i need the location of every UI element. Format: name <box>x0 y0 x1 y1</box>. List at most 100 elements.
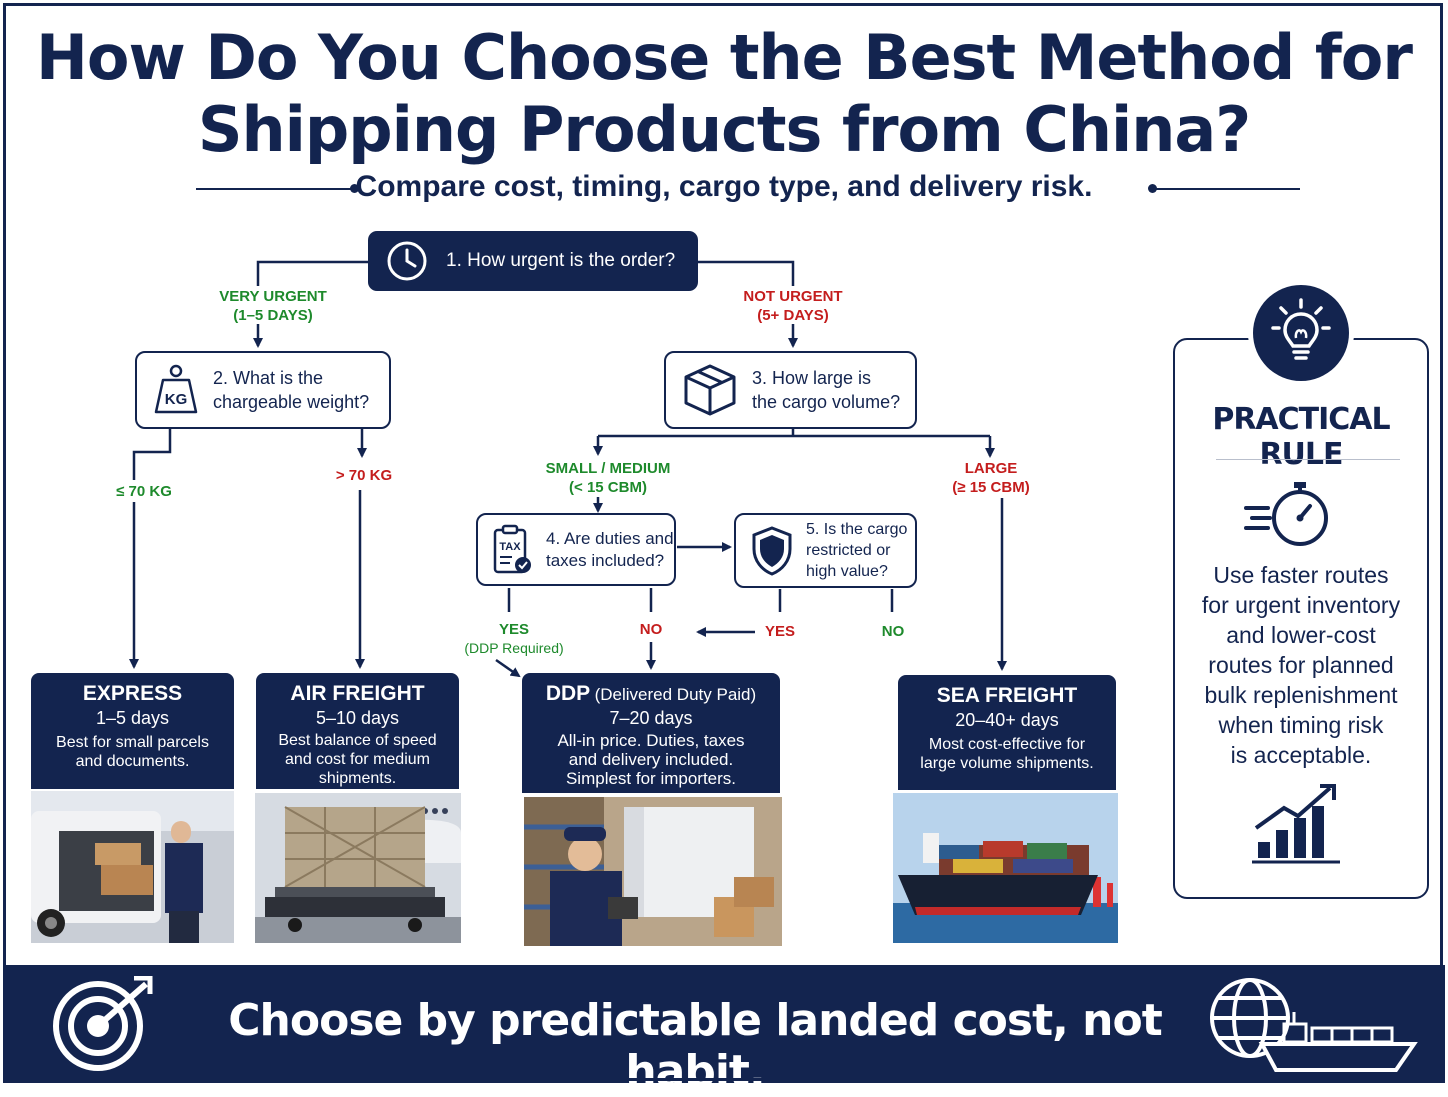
result-sea-freight: SEA FREIGHT 20–40+ days Most cost-effect… <box>898 675 1116 790</box>
question-duties-line2: taxes included? <box>546 550 665 570</box>
subtitle: Compare cost, timing, cargo type, and de… <box>355 170 1093 203</box>
result-sea-desc1: Most cost-effective for <box>928 736 1086 753</box>
question-volume-text: 3. How large is the cargo volume? <box>752 366 900 414</box>
question-duties-text: 4. Are duties and taxes included? <box>546 528 674 572</box>
question-volume-line2: the cargo volume? <box>752 392 901 412</box>
volume-small-range: (< 15 CBM) <box>569 479 647 496</box>
question-weight-line1: 2. What is the <box>213 368 324 388</box>
result-air-title: AIR FREIGHT <box>290 682 425 705</box>
weight-low-label: ≤ 70 KG <box>116 483 172 500</box>
rule-text-line1: Use faster routes <box>1213 562 1389 588</box>
result-express-desc2: and documents. <box>75 753 190 770</box>
branch-not-urgent-label: NOT URGENT <box>743 288 843 305</box>
rule-text-line5: bulk replenishment <box>1204 682 1398 708</box>
branch-not-urgent-range: (5+ DAYS) <box>757 307 829 324</box>
result-air-duration: 5–10 days <box>315 708 400 728</box>
question-volume-line1: 3. How large is <box>752 368 872 388</box>
title-line-1: How Do You Choose the Best Method for <box>36 21 1413 94</box>
volume-small-label: SMALL / MEDIUM <box>545 460 671 477</box>
result-express-duration: 1–5 days <box>95 708 170 728</box>
subtitle-rule-left <box>196 188 354 190</box>
target-icon <box>50 975 156 1072</box>
ddp-warehouse-photo <box>524 797 782 946</box>
volume-large-label: LARGE <box>964 460 1018 477</box>
question-restricted-line1: 5. Is the cargo <box>806 521 908 538</box>
restricted-yes-label: YES <box>764 623 795 640</box>
globe-ship-icon <box>1204 978 1418 1074</box>
question-restricted-text: 5. Is the cargo restricted or high value… <box>806 519 907 582</box>
result-ddp-duration: 7–20 days <box>609 708 693 728</box>
question-weight: KG 2. What is the chargeable weight? <box>135 351 391 429</box>
lightbulb-icon <box>1253 285 1349 381</box>
practical-rule-panel <box>1173 338 1429 899</box>
practical-rule-title: PRACTICAL RULE <box>1212 402 1390 472</box>
result-air-freight: AIR FREIGHT 5–10 days Best balance of sp… <box>256 673 459 789</box>
practical-rule-text: Use faster routes for urgent inventory a… <box>1183 560 1419 770</box>
duties-yes: YES (DDP Required) <box>462 620 566 658</box>
footer-text: Choose by predictable landed cost, not h… <box>228 995 1162 1097</box>
stopwatch-icon <box>1244 478 1334 548</box>
shield-icon <box>750 525 794 577</box>
question-restricted-line2: restricted or <box>806 542 891 559</box>
question-urgency-text: 1. How urgent is the order? <box>446 250 676 271</box>
rule-divider <box>1216 459 1400 460</box>
duties-no-label: NO <box>639 621 663 638</box>
title-line-2: Shipping Products from China? <box>197 93 1251 166</box>
clock-icon <box>386 240 428 282</box>
volume-small: SMALL / MEDIUM (< 15 CBM) <box>528 459 688 497</box>
result-ddp-desc2: and delivery included. <box>568 750 734 769</box>
branch-not-urgent: NOT URGENT (5+ DAYS) <box>718 287 868 325</box>
result-ddp-desc1: All-in price. Duties, taxes <box>557 731 745 750</box>
svg-text:KG: KG <box>165 391 188 408</box>
result-sea-desc2: large volume shipments. <box>920 755 1094 772</box>
question-restricted-line3: high value? <box>806 563 888 580</box>
footer-banner <box>3 965 1445 1083</box>
result-sea-title: SEA FREIGHT <box>936 684 1078 707</box>
result-ddp-desc3: Simplest for importers. <box>565 769 737 788</box>
express-van-photo <box>31 791 234 943</box>
rule-text-line2: for urgent inventory <box>1201 592 1401 618</box>
question-duties-line1: 4. Are duties and <box>546 528 674 548</box>
bar-chart-growth-icon <box>1250 780 1342 864</box>
result-express-desc1: Best for small parcels <box>56 734 209 751</box>
rule-text-line7: is acceptable. <box>1230 742 1372 768</box>
branch-very-urgent-label: VERY URGENT <box>219 288 327 305</box>
result-ddp-heading: DDP (Delivered Duty Paid) <box>522 681 780 707</box>
subtitle-dot-left <box>350 184 359 193</box>
rule-text-line6: when timing risk <box>1218 712 1384 738</box>
restricted-no-label: NO <box>881 623 905 640</box>
box-icon <box>682 362 738 418</box>
rule-text-line3: and lower-cost <box>1226 622 1376 648</box>
volume-large-range: (≥ 15 CBM) <box>952 479 1030 496</box>
result-express-title: EXPRESS <box>82 682 183 705</box>
question-weight-line2: chargeable weight? <box>213 392 370 412</box>
result-ddp-title-suffix: (Delivered Duty Paid) <box>594 685 757 704</box>
question-volume: 3. How large is the cargo volume? <box>664 351 917 429</box>
kg-weight-icon: KG <box>153 364 199 416</box>
result-air-desc2: and cost for medium <box>285 751 430 768</box>
result-express: EXPRESS 1–5 days Best for small parcels … <box>31 673 234 789</box>
volume-large: LARGE (≥ 15 CBM) <box>936 459 1046 497</box>
tax-document-icon: TAX <box>492 524 534 576</box>
rule-badge <box>1248 280 1354 386</box>
result-ddp: DDP (Delivered Duty Paid) 7–20 days All-… <box>522 673 780 793</box>
question-urgency: 1. How urgent is the order? <box>368 231 698 291</box>
result-sea-duration: 20–40+ days <box>955 710 1059 730</box>
branch-very-urgent: VERY URGENT (1–5 DAYS) <box>198 287 348 325</box>
sea-cargo-ship-photo <box>893 793 1118 943</box>
subtitle-rule-right <box>1152 188 1300 190</box>
question-weight-text: 2. What is the chargeable weight? <box>213 366 369 414</box>
branch-very-urgent-range: (1–5 DAYS) <box>233 307 313 324</box>
duties-yes-note: (DDP Required) <box>464 640 564 656</box>
svg-text:TAX: TAX <box>499 541 521 553</box>
weight-high-label: > 70 KG <box>335 467 393 484</box>
result-ddp-title: DDP <box>545 682 591 705</box>
rule-text-line4: routes for planned <box>1208 652 1394 678</box>
question-restricted: 5. Is the cargo restricted or high value… <box>734 513 917 588</box>
result-air-desc1: Best balance of speed <box>278 732 437 749</box>
question-duties: TAX 4. Are duties and taxes included? <box>476 513 676 586</box>
result-air-desc3: shipments. <box>318 770 397 787</box>
air-cargo-photo <box>255 793 461 943</box>
